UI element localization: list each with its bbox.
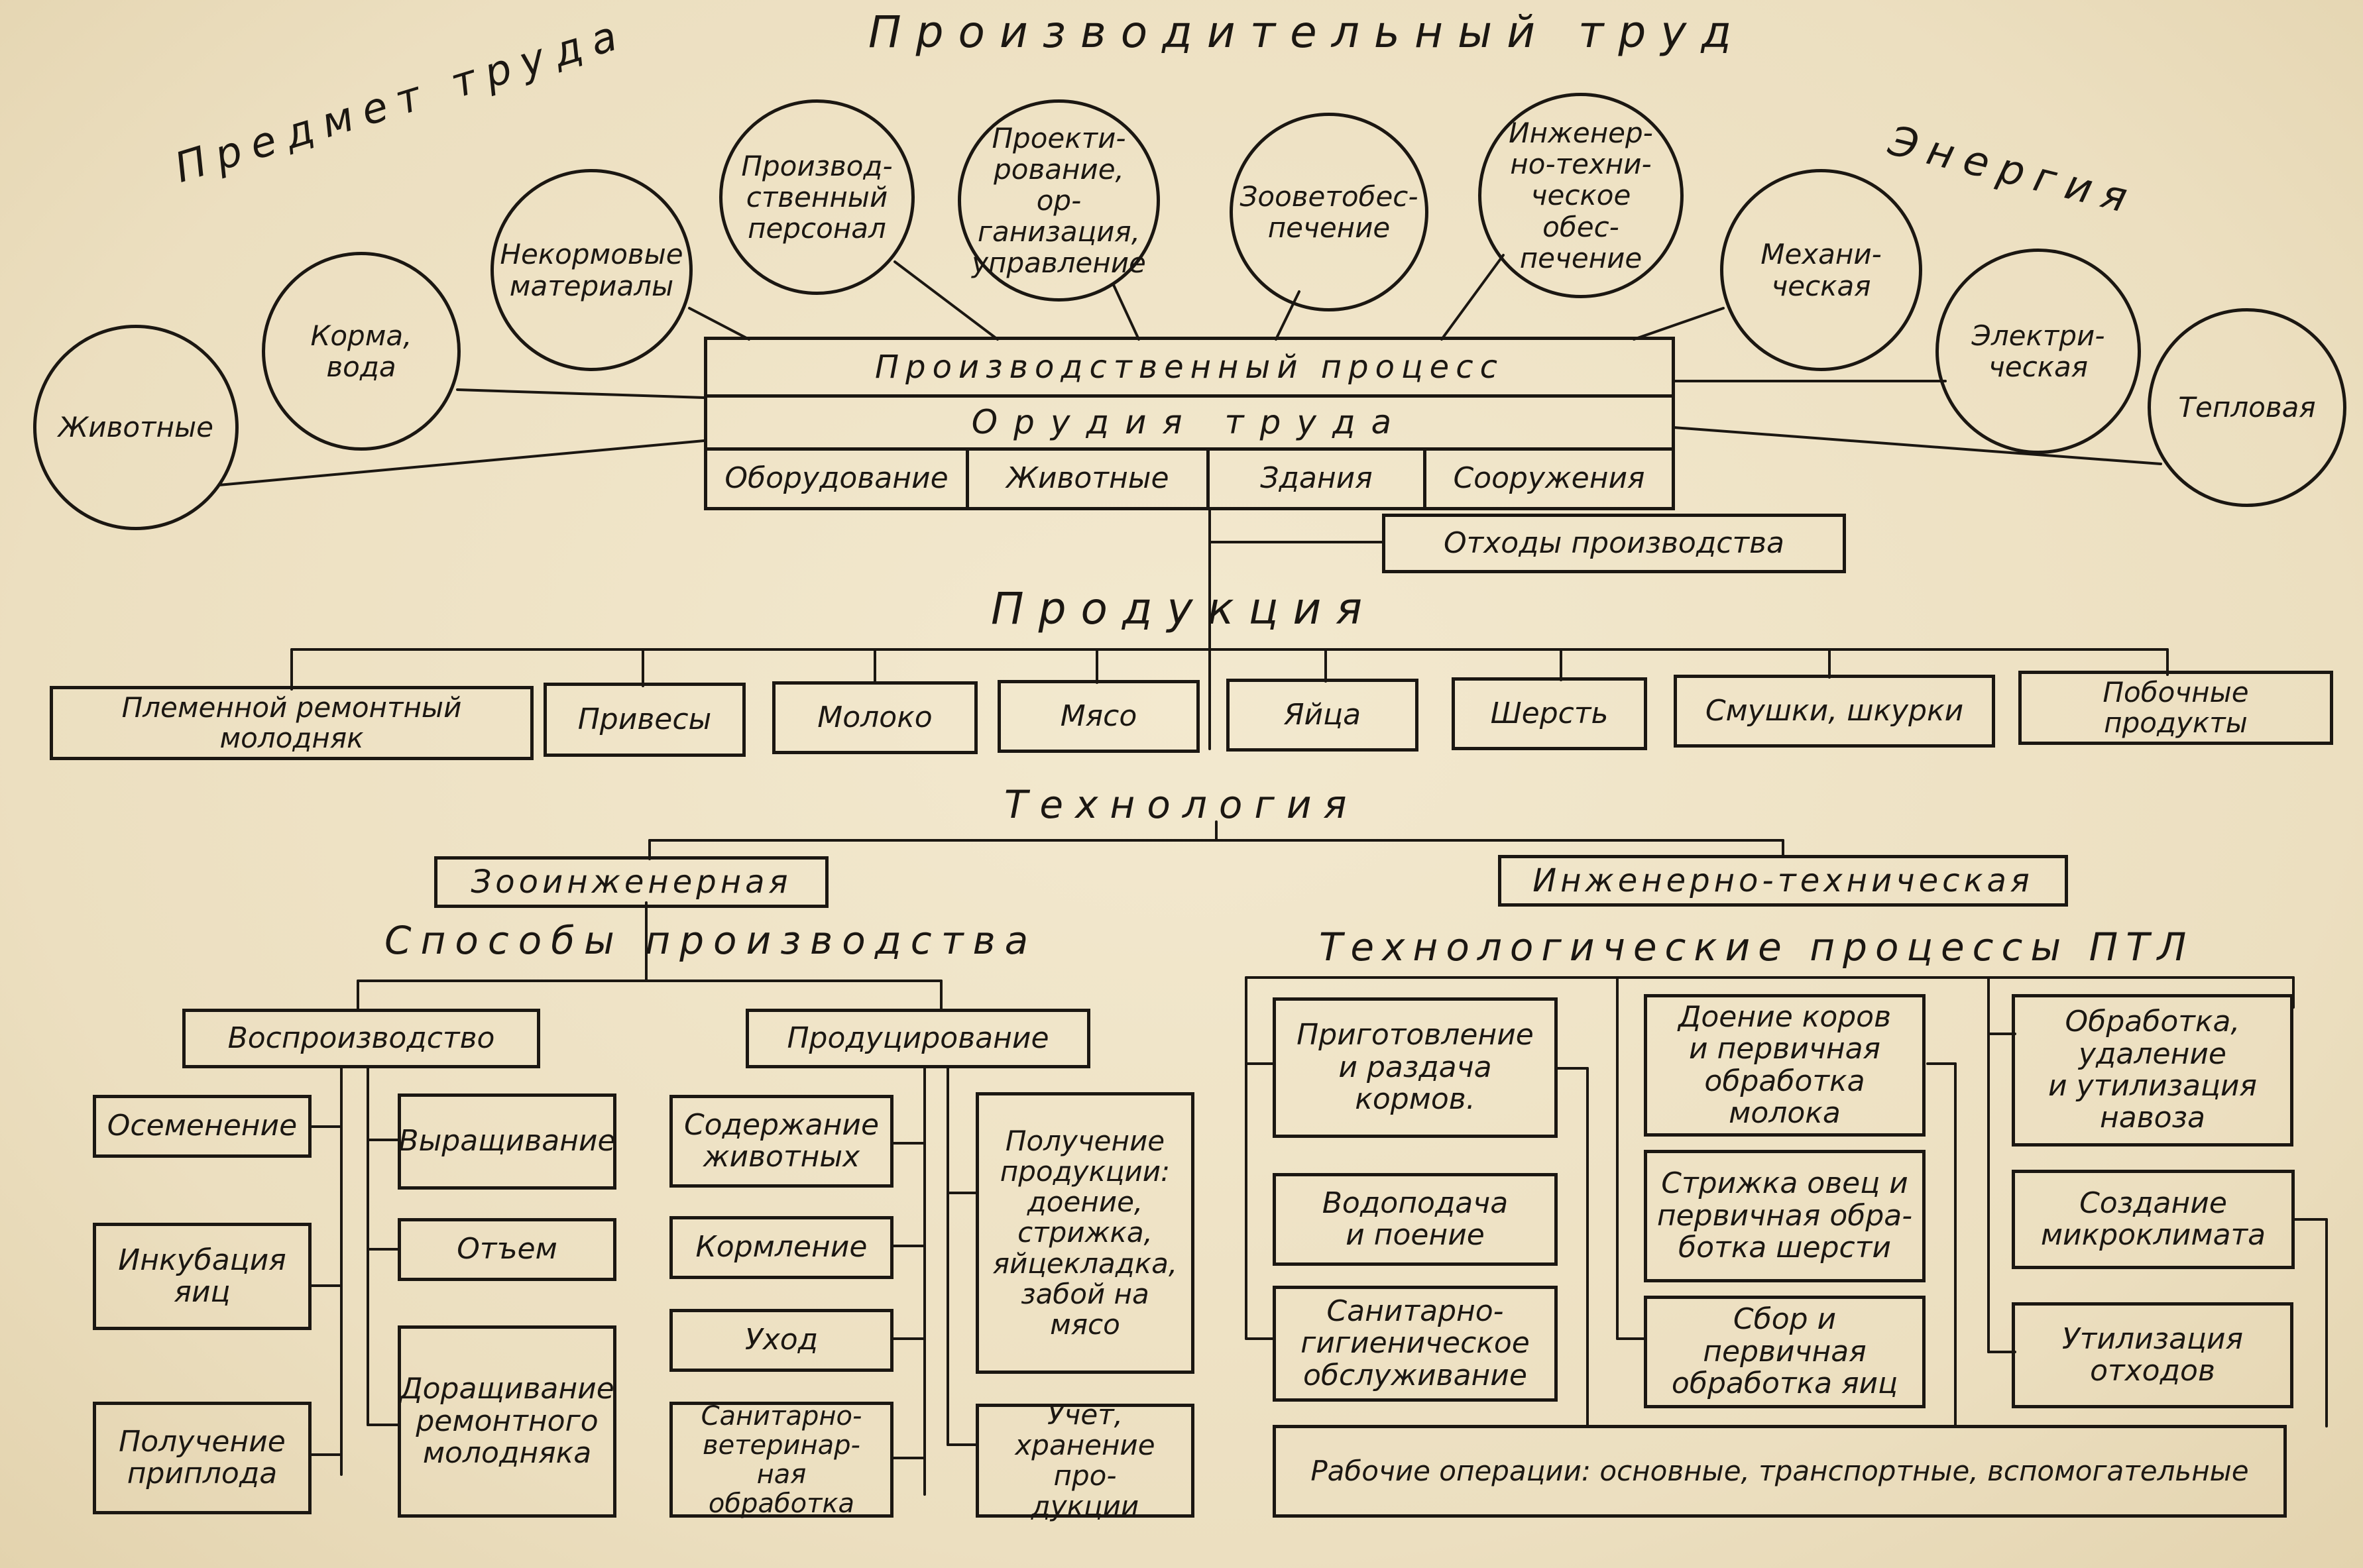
ptl-manure: Обработка, удаление и утилизация навоза (2012, 994, 2293, 1147)
method-weaning: Отъем (398, 1218, 616, 1281)
ptl-feed-preparation: Приготовление и раздача кормов. (1273, 997, 1558, 1138)
product-wool: Шерсть (1452, 677, 1647, 750)
heading-technology: Технология (1004, 782, 1359, 827)
method-incubation: Инкубация яиц (93, 1223, 312, 1330)
production-waste: Отходы производства (1382, 514, 1846, 573)
circle-animals: Животные (33, 325, 239, 530)
method-sanitary-vet: Санитарно- ветеринар- ная обработка (669, 1402, 893, 1518)
ptl-shearing: Стрижка овец и первичная обра- ботка шер… (1644, 1150, 1926, 1282)
method-obtaining-products: Получение продукции: доение, стрижка, яй… (976, 1092, 1194, 1374)
circle-engineering-support: Инженер- но-техни- ческое обес- печение (1478, 93, 1684, 298)
heading-production-methods: Способы производства (384, 918, 1038, 963)
product-byproducts: Побочные продукты (2018, 671, 2333, 745)
ptl-microclimate: Создание микроклимата (2012, 1170, 2295, 1269)
method-storage: Учет, хранение про- дукции (976, 1399, 1194, 1522)
ptl-egg-collection: Сбор и первичная обработка яиц (1644, 1296, 1926, 1408)
tools-of-labor: Орудия труда (704, 394, 1675, 451)
circle-feed-water: Корма, вода (262, 252, 461, 451)
tech-engineering: Инженерно-техническая (1498, 855, 2068, 907)
method-care: Уход (669, 1309, 893, 1372)
ptl-sanitary-service: Санитарно- гигиеническое обслуживание (1273, 1286, 1558, 1402)
ptl-work-operations: Рабочие операции: основные, транспортные… (1273, 1425, 2287, 1518)
method-feeding: Кормление (669, 1216, 893, 1279)
method-producing: Продуцирование (746, 1009, 1090, 1068)
heading-ptl-processes: Технологические процессы ПТЛ (1319, 924, 2195, 970)
method-keeping: Содержание животных (669, 1095, 893, 1188)
tool-structures: Сооружения (1423, 447, 1675, 510)
ptl-waste-utilization: Утилизация отходов (2012, 1302, 2293, 1408)
method-replacement-rearing: Доращивание ремонтного молодняка (398, 1325, 616, 1518)
circle-production-staff: Производ- ственный персонал (719, 99, 915, 295)
circle-nonfeed-materials: Некормовые материалы (490, 169, 693, 371)
product-weight-gain: Привесы (544, 683, 746, 757)
circle-design-management: Проекти- рование, ор- ганизация, управле… (958, 99, 1160, 302)
method-offspring: Получение приплода (93, 1402, 312, 1514)
product-breeding-stock: Племенной ремонтный молодняк (50, 686, 534, 760)
product-meat: Мясо (998, 680, 1200, 753)
product-milk: Молоко (772, 681, 978, 754)
production-process: Производственный процесс (704, 337, 1675, 398)
tool-buildings: Здания (1206, 447, 1426, 510)
circle-mechanical: Механи- ческая (1720, 169, 1922, 371)
circle-thermal: Тепловая (2148, 308, 2346, 507)
method-insemination: Осеменение (93, 1095, 312, 1158)
tech-zooengineering: Зооинженерная (434, 856, 829, 908)
circle-electric: Электри- ческая (1935, 249, 2141, 454)
heading-production: Продукция (991, 583, 1377, 634)
ptl-water-supply: Водоподача и поение (1273, 1173, 1558, 1266)
ptl-milking: Доение коров и первичная обработка молок… (1644, 994, 1926, 1137)
heading-productive-labor: Производительный труд (868, 7, 1746, 58)
circle-vet-support: Зооветобес- печение (1230, 113, 1428, 311)
product-eggs: Яйца (1226, 679, 1418, 752)
product-pelts: Смушки, шкурки (1674, 675, 1995, 748)
tool-equipment: Оборудование (704, 447, 969, 510)
method-reproduction: Воспроизводство (182, 1009, 540, 1068)
method-rearing: Выращивание (398, 1093, 616, 1190)
tool-animals: Животные (966, 447, 1210, 510)
